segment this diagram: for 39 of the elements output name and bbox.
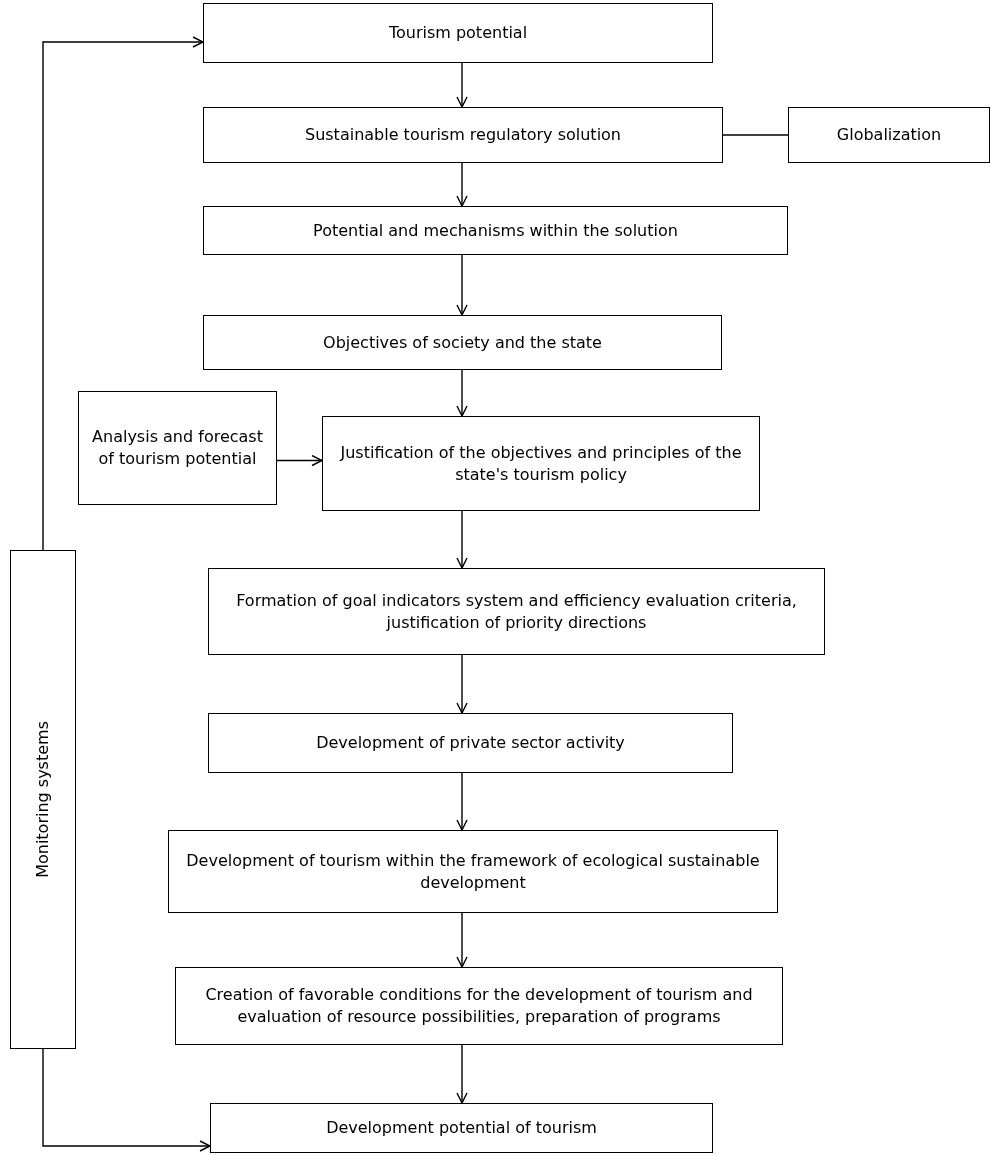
box-label: Development potential of tourism — [326, 1117, 597, 1139]
box-label: Creation of favorable conditions for the development of tourism and evaluation of resource possibilities, preparation of programs — [204, 984, 754, 1028]
arrow — [456, 510, 468, 569]
process-box — [78, 391, 277, 505]
arrow — [456, 254, 468, 316]
process-box — [203, 107, 723, 163]
box-label: Development of tourism within the framework of ecological sustainable development — [185, 849, 761, 894]
process-box — [208, 568, 825, 655]
process-box — [203, 206, 788, 255]
box-label: Objectives of society and the state — [323, 331, 602, 354]
box-label: Development of private sector activity — [316, 732, 625, 754]
box-label: Justification of the objectives and principles of the state's tourism policy — [338, 441, 743, 486]
box-label: Tourism potential — [388, 22, 528, 44]
process-box — [203, 315, 722, 370]
arrow — [456, 912, 468, 968]
box-label: Monitoring systems — [32, 721, 54, 878]
process-box — [788, 107, 990, 163]
arrow — [456, 772, 468, 831]
box-label: Sustainable tourism regulatory solution — [304, 124, 621, 146]
arrow — [456, 62, 468, 108]
arrow — [276, 454, 323, 467]
process-box — [210, 1103, 713, 1153]
process-box — [168, 830, 778, 913]
process-box — [208, 713, 733, 773]
box-label: Globalization — [836, 124, 942, 146]
process-box — [175, 967, 783, 1045]
box-label: Potential and mechanisms within the solution — [313, 219, 678, 242]
arrow — [456, 162, 468, 207]
process-box — [10, 550, 76, 1049]
process-box — [322, 416, 760, 511]
arrow — [42, 36, 204, 551]
process-box — [203, 3, 713, 63]
connector-line — [722, 134, 789, 136]
arrow — [42, 1048, 211, 1152]
arrow — [456, 1044, 468, 1104]
arrow — [456, 654, 468, 714]
box-label: Analysis and forecast of tourism potential — [91, 426, 264, 470]
arrow — [456, 369, 468, 417]
box-label: Formation of goal indicators system and efficiency evaluation criteria, justification of priority directions — [235, 589, 798, 634]
